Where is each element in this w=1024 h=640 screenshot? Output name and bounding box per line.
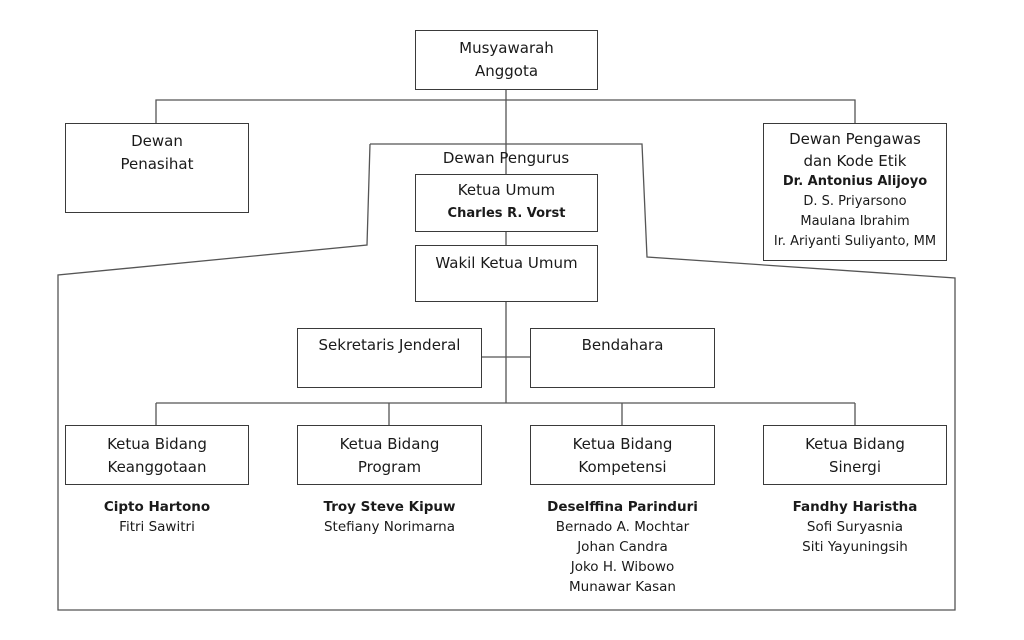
bidang-chair: Cipto Hartono — [103, 499, 211, 515]
pengawas-line1: Dewan Pengawas — [789, 130, 921, 148]
box-wakil-ketua-umum: Wakil Ketua Umum — [415, 245, 598, 302]
dewan-pengurus-label: Dewan Pengurus — [442, 149, 570, 167]
bidang-member: Sofi Suryasnia — [806, 519, 904, 535]
box-bidang-program: Ketua Bidang Program — [297, 425, 482, 485]
bidang-line1: Ketua Bidang — [107, 435, 207, 453]
bidang-line2: Sinergi — [828, 458, 882, 476]
bidang-line1: Ketua Bidang — [572, 435, 673, 453]
wakil-title: Wakil Ketua Umum — [435, 254, 578, 272]
penasihat-line2: Penasihat — [120, 155, 194, 173]
bidang-chair: Fandhy Haristha — [792, 499, 918, 515]
box-bidang-kompetensi: Ketua Bidang Kompetensi — [530, 425, 715, 485]
box-dewan-penasihat: Dewan Penasihat — [65, 123, 249, 213]
names-sinergi: Fandhy Haristha Sofi Suryasnia Siti Yayu… — [763, 497, 947, 557]
box-bendahara: Bendahara — [530, 328, 715, 388]
bidang-line2: Program — [357, 458, 422, 476]
bidang-line1: Ketua Bidang — [805, 435, 905, 453]
bidang-line2: Kompetensi — [578, 458, 667, 476]
bidang-chair: Troy Steve Kipuw — [323, 499, 456, 515]
ketua-umum-title: Ketua Umum — [457, 181, 556, 199]
box-bidang-sinergi: Ketua Bidang Sinergi — [763, 425, 947, 485]
bidang-member: Munawar Kasan — [569, 579, 676, 595]
ketua-umum-name: Charles R. Vorst — [447, 206, 566, 221]
connector-top-bar — [155, 99, 856, 123]
bidang-member: Johan Candra — [577, 539, 668, 555]
bendahara-title: Bendahara — [581, 336, 664, 354]
pengawas-line2: dan Kode Etik — [803, 152, 907, 170]
pengurus-frame — [57, 143, 956, 611]
bidang-member: Bernado A. Mochtar — [555, 519, 690, 535]
box-dewan-pengawas: Dewan Pengawas dan Kode Etik Dr. Antoniu… — [763, 123, 947, 261]
bidang-chair: Deselffina Parinduri — [547, 499, 698, 515]
names-kompetensi: Deselffina Parinduri Bernado A. Mochtar … — [530, 497, 715, 597]
names-program: Troy Steve Kipuw Stefiany Norimarna — [297, 497, 482, 537]
box-bidang-keanggotaan: Ketua Bidang Keanggotaan — [65, 425, 249, 485]
bidang-member: Siti Yayuningsih — [802, 539, 908, 555]
pengawas-member: Ir. Ariyanti Suliyanto, MM — [773, 234, 937, 249]
musyawarah-line2: Anggota — [474, 62, 539, 80]
box-sekretaris-jenderal: Sekretaris Jenderal — [297, 328, 482, 388]
bidang-line1: Ketua Bidang — [339, 435, 440, 453]
pengawas-member: D. S. Priyarsono — [803, 194, 907, 209]
musyawarah-line1: Musyawarah — [459, 39, 554, 57]
box-musyawarah-anggota: Musyawarah Anggota — [415, 30, 598, 90]
names-keanggotaan: Cipto Hartono Fitri Sawitri — [65, 497, 249, 537]
box-ketua-umum: Ketua Umum Charles R. Vorst — [415, 174, 598, 232]
sekjen-title: Sekretaris Jenderal — [318, 336, 461, 354]
pengawas-member: Maulana Ibrahim — [800, 214, 910, 229]
bidang-line2: Keanggotaan — [107, 458, 207, 476]
penasihat-line1: Dewan — [131, 132, 183, 150]
bidang-member: Fitri Sawitri — [119, 519, 195, 535]
pengawas-chair: Dr. Antonius Alijoyo — [782, 174, 928, 189]
bidang-member: Joko H. Wibowo — [570, 559, 675, 575]
bidang-member: Stefiany Norimarna — [323, 519, 455, 535]
